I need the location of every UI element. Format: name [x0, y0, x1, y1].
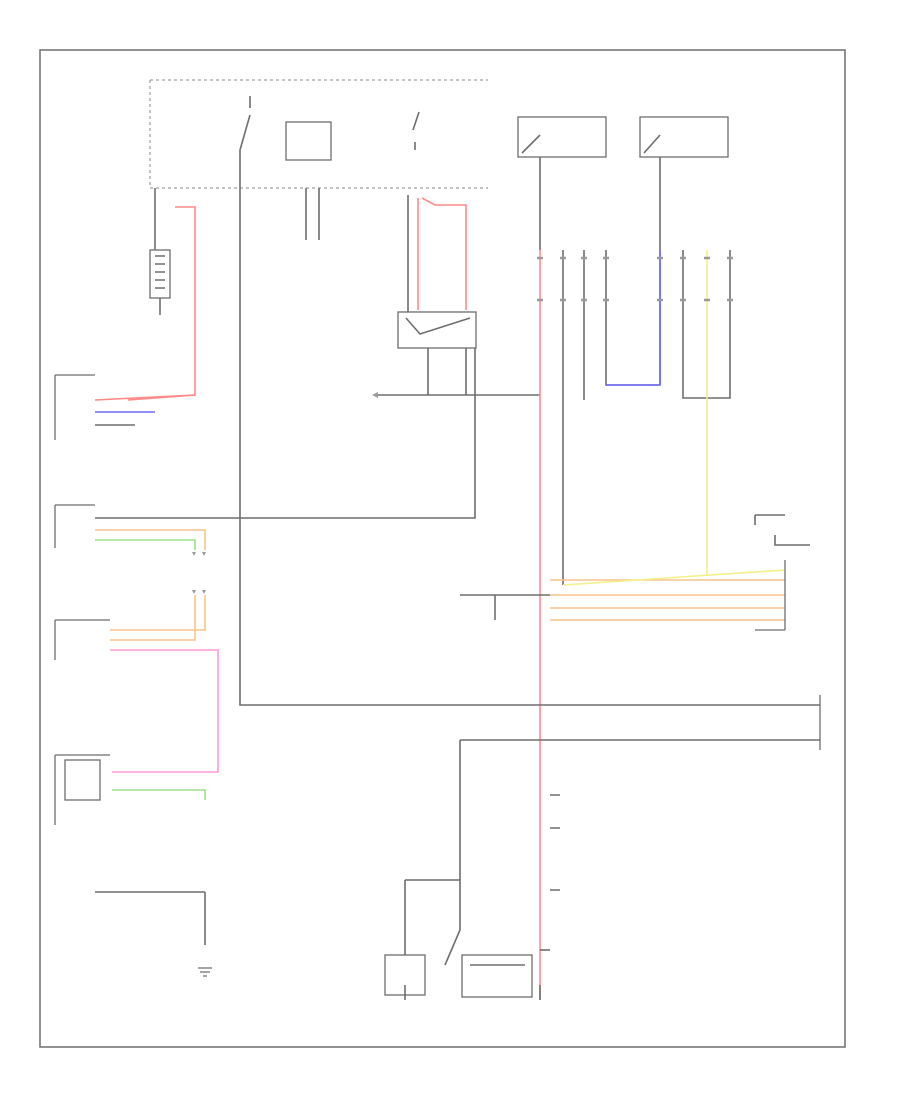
- starter-relay-1: [517, 116, 607, 158]
- module-link-wires: [95, 188, 820, 880]
- ignition-relay-block: [397, 311, 477, 349]
- fuse-box-switch: [239, 96, 251, 188]
- selector-lever-module: [54, 754, 206, 825]
- ecm-connector-right: [460, 514, 810, 631]
- park-neutral-switch: [95, 891, 212, 977]
- relay-block-wires: [372, 348, 540, 398]
- starter-motor: [461, 794, 560, 1000]
- fuse-box-relay: [285, 121, 332, 161]
- battery-sensor-module: [54, 374, 196, 440]
- fuse-box-bottom-leads: [154, 188, 467, 312]
- starter-relay-2: [639, 116, 729, 158]
- starter-relay-column-wires: [539, 157, 731, 1000]
- fuse-relay-box: [149, 79, 488, 189]
- ecm-module-left: [54, 504, 206, 556]
- diagram-frame: [39, 49, 846, 1048]
- fuse-box-small-switch: [412, 111, 420, 150]
- relay-diode: [405, 317, 471, 335]
- wire-ticks: [537, 256, 733, 302]
- starter-solenoid: [384, 879, 461, 1000]
- battery: [127, 206, 196, 401]
- tcm-module: [54, 590, 219, 773]
